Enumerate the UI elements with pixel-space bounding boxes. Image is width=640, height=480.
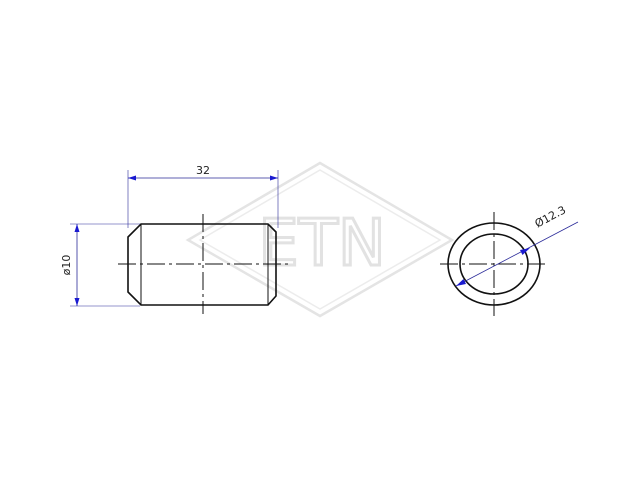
etn-watermark-logo: ETN	[185, 161, 455, 318]
watermark-text: ETN	[258, 207, 385, 281]
diameter-dimension-label: ø10	[60, 255, 73, 276]
diameter-dimension: ø10	[60, 223, 140, 307]
pin-side-view	[118, 214, 290, 314]
length-dimension-label: 32	[196, 164, 210, 177]
length-dimension: 32	[127, 164, 279, 228]
circle-diameter-label: Ø12.3	[533, 203, 568, 230]
circle-diameter-dimension: Ø12.3	[455, 203, 579, 287]
pin-end-view	[440, 212, 548, 316]
